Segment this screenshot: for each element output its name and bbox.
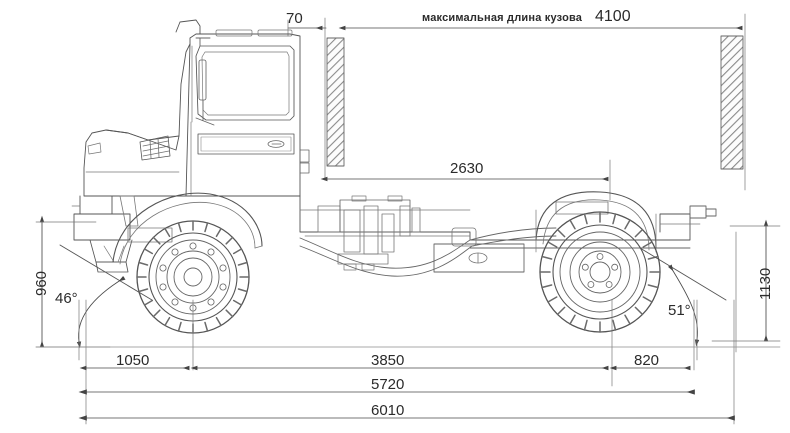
chassis-frame-rail	[299, 195, 717, 277]
front-wheel	[136, 220, 250, 334]
dimension-label-820: 820	[634, 352, 660, 369]
dimension-label-1050: 1050	[116, 352, 150, 369]
rear-wheel-assembly	[535, 191, 657, 253]
dimension-label-max-body-length: максимальная длина кузова	[422, 12, 583, 24]
dimension-label-1130: 1130	[757, 267, 774, 300]
body-envelope-rear-marker	[720, 35, 744, 170]
rear-wheel	[539, 211, 661, 333]
body-envelope-front-marker	[326, 37, 345, 167]
dimension-label-960: 960	[33, 270, 50, 296]
front-suspension-assembly	[73, 192, 263, 273]
dimension-label-3850: 3850	[371, 352, 405, 369]
dimension-front-angle-group	[59, 244, 153, 361]
dimension-label-2630: 2630	[450, 160, 484, 177]
dimension-top-group	[287, 13, 746, 191]
dimension-label-4100: 4100	[595, 8, 631, 25]
rear-tow-hook	[659, 205, 717, 225]
dimension-label-6010: 6010	[371, 402, 405, 419]
fuel-tank	[433, 243, 525, 273]
dimension-rear-angle-group	[639, 247, 727, 361]
dimension-label-5720: 5720	[371, 376, 405, 393]
dimension-label-rear-angle: 51°	[668, 302, 691, 319]
cab-side-profile	[71, 19, 310, 215]
dimension-label-front-angle: 46°	[55, 290, 78, 307]
dimension-label-70: 70	[286, 10, 303, 27]
dimension-bottom-chain	[78, 299, 735, 425]
dimension-1130-group	[711, 219, 781, 353]
